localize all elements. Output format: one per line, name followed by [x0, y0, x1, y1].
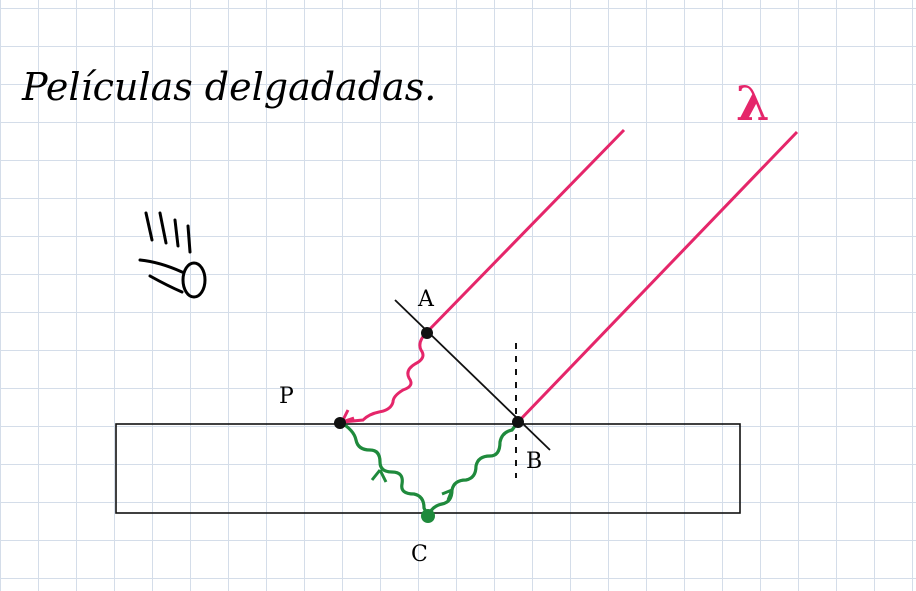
label-lambda: λ	[736, 76, 770, 132]
label-b: B	[526, 449, 542, 474]
point-p	[334, 417, 346, 429]
point-c	[421, 509, 435, 523]
eye-icon	[138, 211, 207, 299]
refracted-wave-pc	[339, 420, 430, 517]
refracted-arrow-2	[441, 488, 454, 501]
page-title: Películas delgadadas.	[21, 65, 436, 109]
point-a	[421, 327, 433, 339]
incident-ray-1	[425, 128, 626, 334]
refracted-arrow-1	[370, 469, 388, 483]
label-a: A	[417, 287, 435, 312]
thin-film	[115, 423, 741, 514]
label-p: P	[279, 384, 294, 409]
label-c: C	[411, 542, 428, 567]
point-b	[512, 416, 524, 428]
wavefront-line	[394, 299, 551, 451]
refracted-wave-cb	[426, 421, 520, 517]
reflected-wave-ap	[341, 330, 429, 424]
incident-ray-2	[516, 130, 799, 424]
